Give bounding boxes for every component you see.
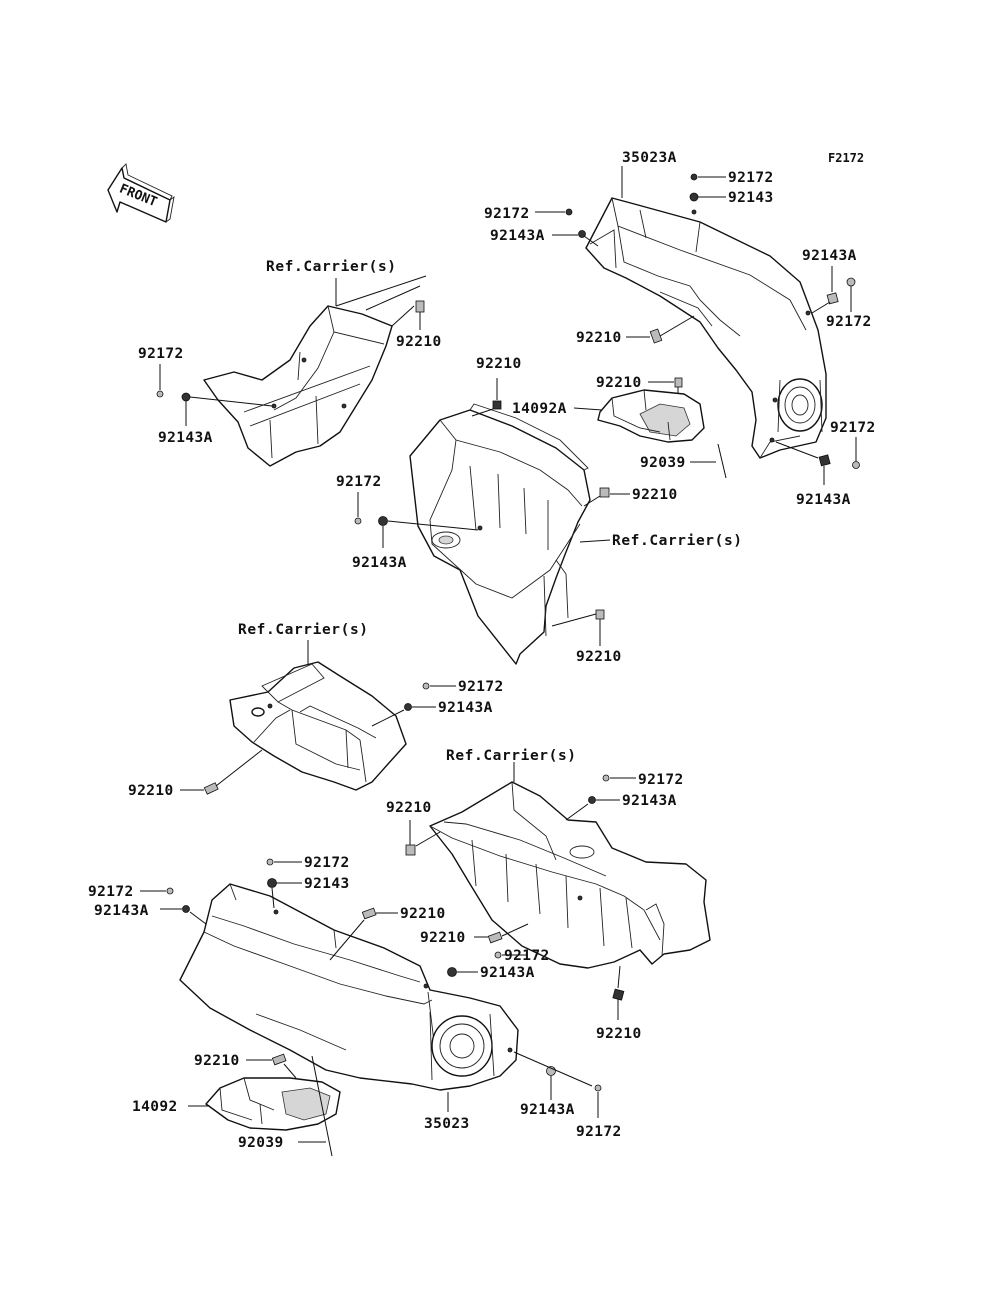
label-92143A-d: 92143A: [796, 492, 851, 508]
label-35023A: 35023A: [622, 150, 677, 166]
carrier-ref-top-left: [203, 305, 393, 467]
label-92210-d: 92210: [476, 356, 522, 372]
label-92210-i: 92210: [420, 930, 466, 946]
label-92210-c: 92210: [396, 334, 442, 350]
label-92210-h: 92210: [386, 800, 432, 816]
label-92210-b: 92210: [596, 375, 642, 391]
figure-code: F2172: [828, 151, 864, 165]
label-92172-i: 92172: [304, 855, 350, 871]
label-92210-k: 92210: [400, 906, 446, 922]
label-92210-a: 92210: [576, 330, 622, 346]
cable-92039: [717, 443, 727, 479]
rear-fender-left-35023[interactable]: [179, 883, 519, 1091]
label-92143A-c: 92143A: [802, 248, 857, 264]
label-92210-j: 92210: [596, 1026, 642, 1042]
undertray-14092[interactable]: [205, 1077, 341, 1131]
label-92143A-g: 92143A: [438, 700, 493, 716]
label-92143A-f: 92143A: [352, 555, 407, 571]
label-92143A-b: 92143A: [490, 228, 545, 244]
label-92210-l: 92210: [194, 1053, 240, 1069]
label-ref-carrier-2: Ref.Carrier(s): [612, 533, 743, 549]
label-92172-g: 92172: [458, 679, 504, 695]
label-92039-a: 92039: [640, 455, 686, 471]
front-arrow-icon: FRONT: [107, 163, 175, 223]
label-14092: 14092: [132, 1099, 178, 1115]
label-ref-carrier-4: Ref.Carrier(s): [446, 748, 577, 764]
cable-92039-lower: [311, 1055, 333, 1157]
carrier-ref-right-lower: [429, 781, 711, 969]
label-14092A: 14092A: [512, 401, 567, 417]
label-92210-f: 92210: [576, 649, 622, 665]
label-35023: 35023: [424, 1116, 470, 1132]
carrier-ref-center: [409, 403, 591, 665]
bolt-icon: [690, 173, 698, 181]
carrier-ref-left-middle: [229, 661, 407, 791]
label-92172-e: 92172: [138, 346, 184, 362]
label-92210-g: 92210: [128, 783, 174, 799]
hardware-group-1: [535, 166, 860, 485]
label-92143A-h: 92143A: [622, 793, 677, 809]
label-92172-f: 92172: [336, 474, 382, 490]
label-92210-e: 92210: [632, 487, 678, 503]
label-92172-l: 92172: [576, 1124, 622, 1140]
undertray-14092A[interactable]: [597, 389, 705, 443]
label-92172-j: 92172: [88, 884, 134, 900]
rear-fender-right-35023A[interactable]: [585, 197, 827, 459]
label-92172-c: 92172: [826, 314, 872, 330]
label-92172-k: 92172: [504, 948, 550, 964]
nut-icon: [689, 192, 699, 202]
label-ref-carrier-1: Ref.Carrier(s): [266, 259, 397, 275]
label-92143A-l: 92143A: [520, 1102, 575, 1118]
label-92039-b: 92039: [238, 1135, 284, 1151]
label-92172-d: 92172: [830, 420, 876, 436]
label-92172-h: 92172: [638, 772, 684, 788]
label-92172-a: 92172: [728, 170, 774, 186]
label-92143A-k: 92143A: [480, 965, 535, 981]
label-92143A-j: 92143A: [94, 903, 149, 919]
label-92143A-e: 92143A: [158, 430, 213, 446]
label-92143-a: 92143: [728, 190, 774, 206]
label-ref-carrier-3: Ref.Carrier(s): [238, 622, 369, 638]
label-92172-b: 92172: [484, 206, 530, 222]
label-92143-i: 92143: [304, 876, 350, 892]
